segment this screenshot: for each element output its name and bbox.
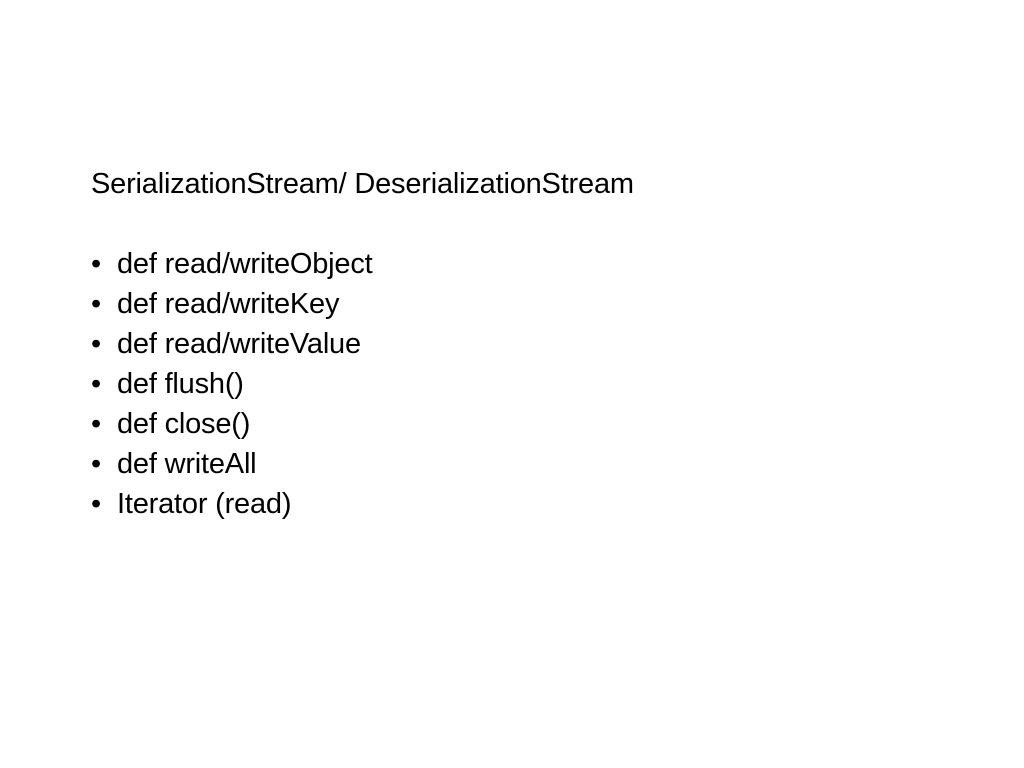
list-item-text: def read/writeValue (117, 328, 361, 360)
list-item: • def flush() (91, 364, 373, 404)
list-item: • def read/writeKey (91, 284, 373, 324)
bullet-icon: • (91, 408, 101, 440)
list-item: • def read/writeValue (91, 324, 373, 364)
list-item: • def read/writeObject (91, 244, 373, 284)
list-item-text: def read/writeObject (117, 248, 373, 280)
list-item-text: def close() (117, 408, 251, 440)
list-item-text: def read/writeKey (117, 288, 340, 320)
list-item: • Iterator (read) (91, 484, 373, 524)
bullet-icon: • (91, 328, 101, 360)
bullet-icon: • (91, 248, 101, 280)
bullet-icon: • (91, 448, 101, 480)
list-item: • def writeAll (91, 444, 373, 484)
bullet-list: • def read/writeObject • def read/writeK… (91, 244, 373, 524)
bullet-icon: • (91, 288, 101, 320)
slide-title: SerializationStream/ DeserializationStre… (91, 168, 634, 200)
list-item: • def close() (91, 404, 373, 444)
bullet-icon: • (91, 488, 101, 520)
bullet-icon: • (91, 368, 101, 400)
list-item-text: def writeAll (117, 448, 257, 480)
list-item-text: Iterator (read) (117, 488, 292, 520)
list-item-text: def flush() (117, 368, 244, 400)
